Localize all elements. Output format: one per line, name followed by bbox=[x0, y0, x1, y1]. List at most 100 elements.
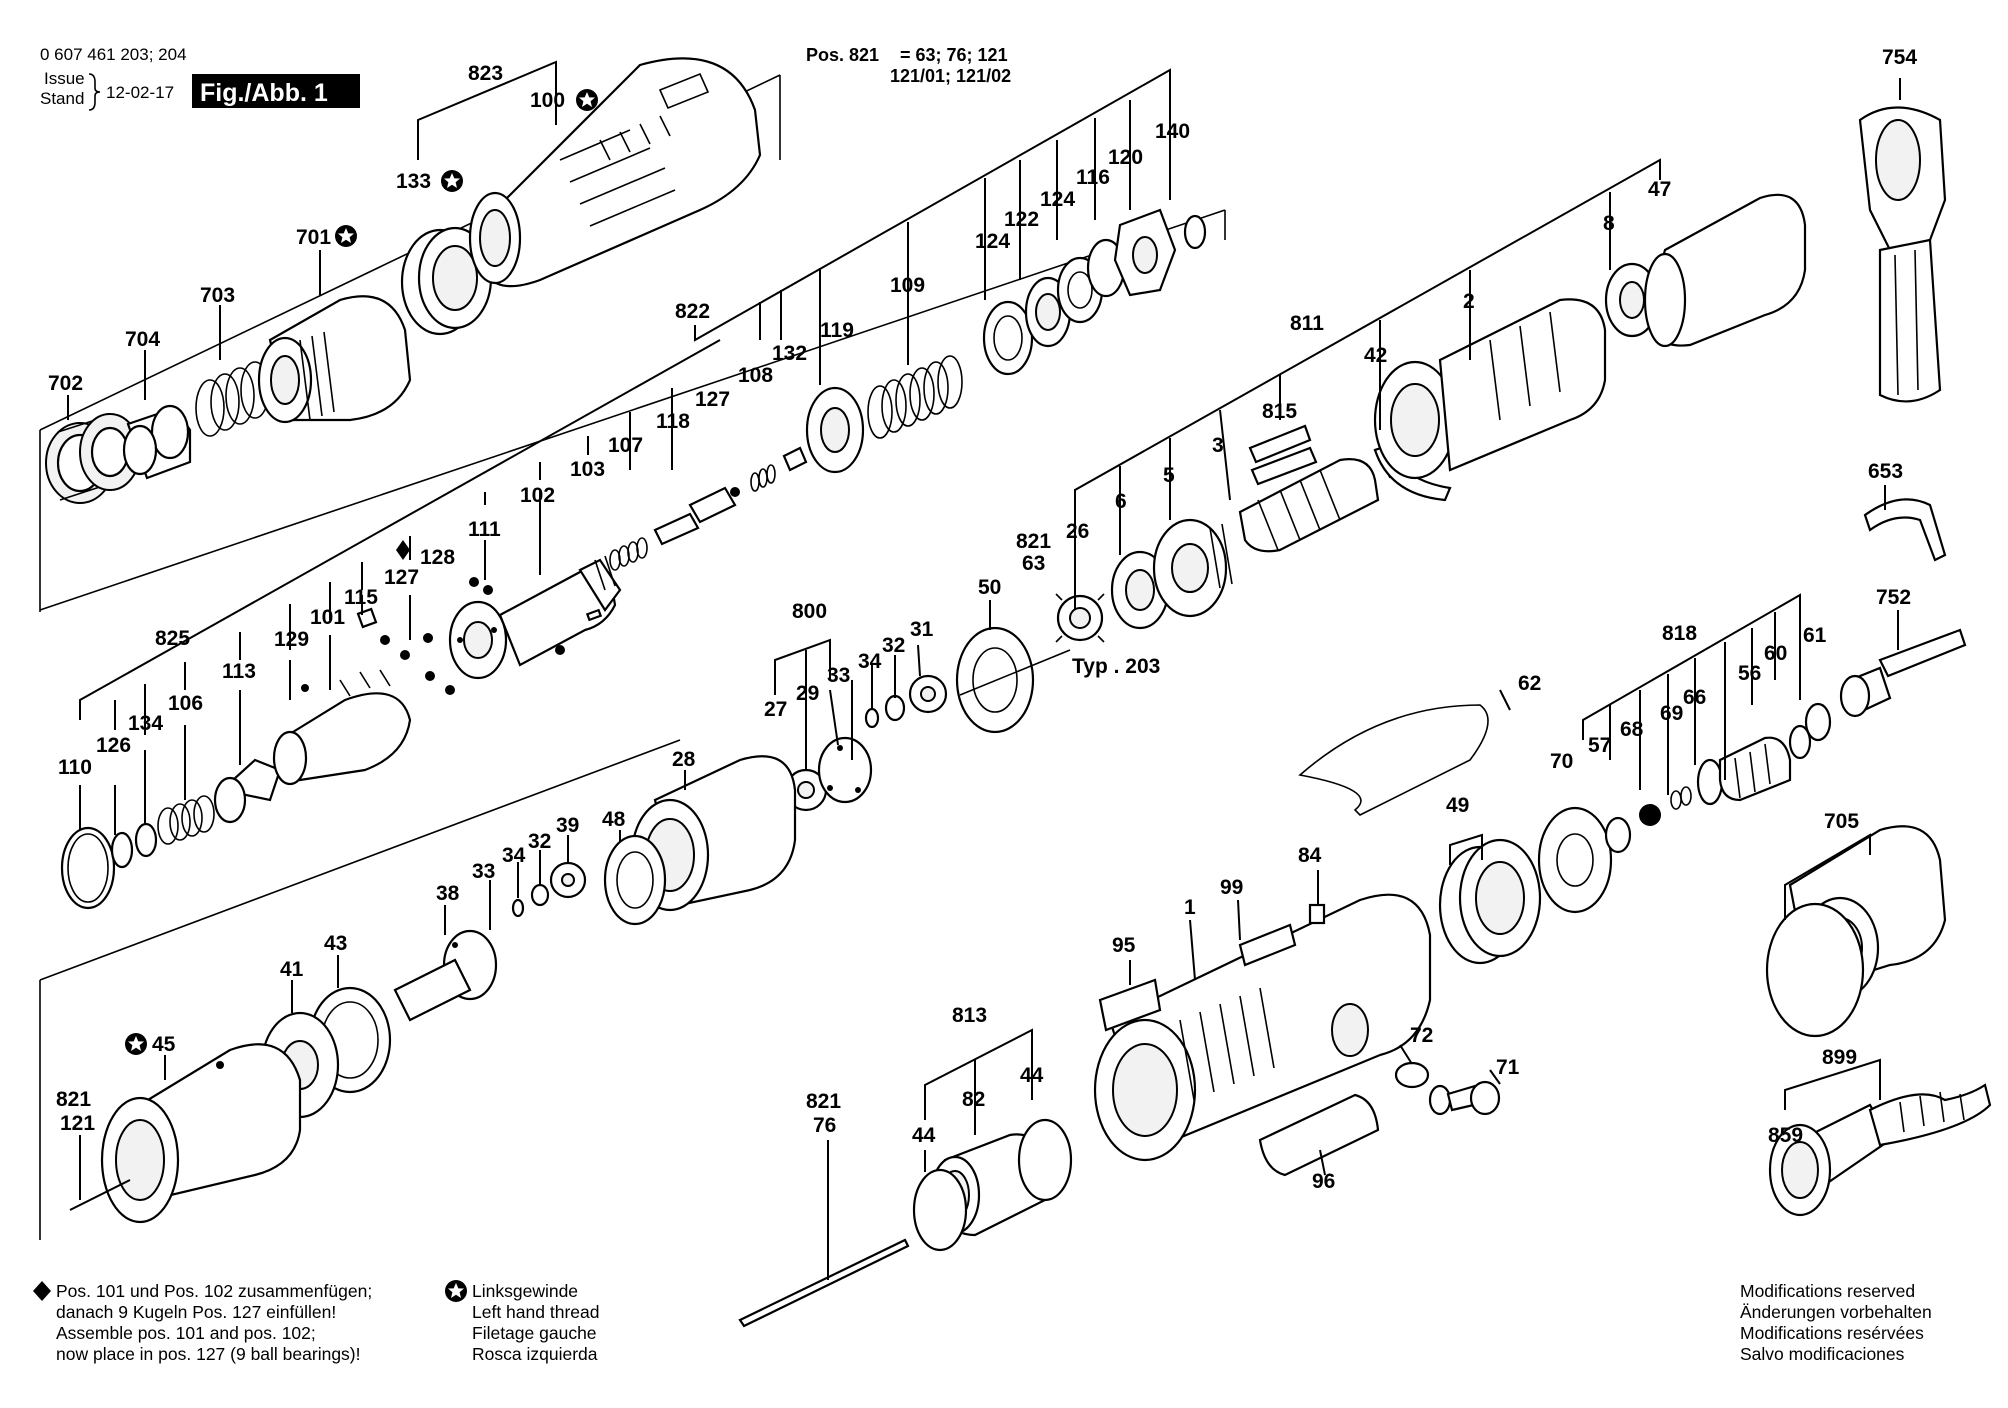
part-56-valve bbox=[1718, 736, 1792, 802]
label-typ: Typ . 203 bbox=[1072, 655, 1160, 678]
label-705: 705 bbox=[1824, 810, 1859, 833]
label-71: 71 bbox=[1496, 1056, 1520, 1079]
label-47: 47 bbox=[1648, 178, 1671, 201]
label-899: 899 bbox=[1822, 1046, 1857, 1069]
part-703-spring bbox=[195, 361, 270, 437]
label-127b: 127 bbox=[384, 566, 419, 589]
fig-label-box bbox=[192, 74, 360, 108]
label-72: 72 bbox=[1410, 1024, 1433, 1047]
label-818: 818 bbox=[1662, 622, 1697, 645]
star-note-line2: Left hand thread bbox=[472, 1302, 599, 1322]
diamond-note-line1: Pos. 101 und Pos. 102 zusammenfügen; bbox=[56, 1281, 372, 1301]
part-62-wire-clip bbox=[1298, 704, 1489, 816]
label-76: 76 bbox=[813, 1114, 836, 1137]
label-50: 50 bbox=[978, 576, 1001, 599]
part-701-adapter bbox=[257, 295, 412, 424]
diamond-icon-128 bbox=[396, 540, 410, 560]
part-107-spring bbox=[609, 537, 648, 571]
label-26: 26 bbox=[1066, 520, 1089, 543]
part-899-hose bbox=[1768, 1083, 1992, 1217]
label-31: 31 bbox=[910, 618, 934, 641]
part-1-housing bbox=[1093, 893, 1432, 1162]
label-62: 62 bbox=[1518, 672, 1541, 695]
part-127-ball bbox=[730, 487, 740, 497]
star-note-line1: Linksgewinde bbox=[472, 1281, 578, 1301]
part-113-sleeve bbox=[213, 758, 282, 824]
label-69: 69 bbox=[1660, 702, 1683, 725]
part-99-label bbox=[1238, 923, 1297, 967]
label-68: 68 bbox=[1620, 718, 1644, 741]
label-8: 8 bbox=[1603, 212, 1615, 235]
part-108-spring bbox=[750, 464, 776, 492]
part-45-nose-housing bbox=[100, 1043, 302, 1224]
label-48: 48 bbox=[602, 808, 626, 831]
label-61: 61 bbox=[1803, 624, 1827, 647]
part-752-hose-nipple bbox=[1839, 628, 1967, 718]
label-128: 128 bbox=[420, 546, 455, 569]
label-752: 752 bbox=[1876, 586, 1911, 609]
label-27: 27 bbox=[764, 698, 787, 721]
label-32b: 32 bbox=[528, 830, 551, 853]
label-126: 126 bbox=[96, 734, 131, 757]
part-120-nut bbox=[1113, 208, 1177, 297]
label-63: 63 bbox=[1022, 552, 1045, 575]
star-icon-701 bbox=[335, 225, 357, 247]
label-859: 859 bbox=[1768, 1124, 1803, 1147]
part-140-o-ring bbox=[1183, 214, 1207, 250]
part-34-washer bbox=[864, 707, 880, 729]
left-hand-thread-star-icon bbox=[445, 1280, 467, 1302]
label-113: 113 bbox=[222, 660, 256, 683]
part-96-grip bbox=[1258, 1093, 1380, 1177]
issue-label: Issue bbox=[44, 69, 85, 88]
label-704: 704 bbox=[125, 328, 160, 351]
label-38: 38 bbox=[436, 882, 460, 905]
header: 0 607 461 203; 204 Issue Stand 12-02-17 … bbox=[40, 45, 1011, 111]
label-57: 57 bbox=[1588, 734, 1611, 757]
modifications-line3: Modifications resérvées bbox=[1740, 1323, 1924, 1343]
label-800: 800 bbox=[792, 600, 827, 623]
label-118: 118 bbox=[656, 410, 690, 433]
label-3: 3 bbox=[1212, 434, 1224, 457]
part-57-washer bbox=[1604, 816, 1632, 854]
part-60-part bbox=[1788, 724, 1812, 760]
part-48-ring bbox=[603, 834, 667, 926]
modifications-line4: Salvo modificaciones bbox=[1740, 1344, 1905, 1364]
part-815-vanes bbox=[1248, 424, 1318, 486]
star-icon-133 bbox=[441, 170, 463, 192]
part-102-shaft bbox=[498, 555, 622, 667]
label-101: 101 bbox=[310, 606, 345, 629]
main-housing-row bbox=[738, 628, 1967, 1328]
label-822: 822 bbox=[675, 300, 710, 323]
label-825: 825 bbox=[155, 627, 190, 650]
label-56: 56 bbox=[1738, 662, 1761, 685]
label-96: 96 bbox=[1312, 1170, 1335, 1193]
part-71-screw bbox=[1428, 1080, 1501, 1116]
motor-assembly-row bbox=[955, 193, 1807, 734]
label-33a: 33 bbox=[827, 664, 850, 687]
part-118-pin bbox=[653, 486, 737, 546]
part-109-spring bbox=[867, 355, 963, 439]
label-111: 111 bbox=[468, 518, 501, 541]
label-134: 134 bbox=[128, 712, 163, 735]
part-705-inlet-swivel bbox=[1765, 825, 1947, 1038]
label-821c: 821 bbox=[806, 1090, 841, 1113]
part-8-bearing bbox=[1604, 262, 1660, 338]
label-66: 66 bbox=[1683, 686, 1706, 709]
part-32-pin bbox=[884, 694, 906, 722]
label-129: 129 bbox=[274, 628, 309, 651]
label-44a: 44 bbox=[912, 1124, 936, 1147]
pos-values-line1: = 63; 76; 121 bbox=[900, 45, 1008, 65]
label-127a: 127 bbox=[695, 388, 730, 411]
diamond-note-line2: danach 9 Kugeln Pos. 127 einfüllen! bbox=[56, 1302, 336, 1322]
label-115: 115 bbox=[344, 586, 378, 609]
part-754-suspension-bail bbox=[1858, 106, 1947, 403]
label-34a: 34 bbox=[858, 650, 882, 673]
planetary-assembly-row bbox=[69, 674, 948, 1224]
label-811: 811 bbox=[1290, 312, 1324, 335]
part-68-ball bbox=[1639, 804, 1661, 826]
label-99: 99 bbox=[1220, 876, 1243, 899]
part-70-ring bbox=[1537, 806, 1613, 914]
label-39: 39 bbox=[556, 814, 579, 837]
part-134-ring bbox=[134, 822, 158, 858]
label-110: 110 bbox=[58, 756, 92, 779]
